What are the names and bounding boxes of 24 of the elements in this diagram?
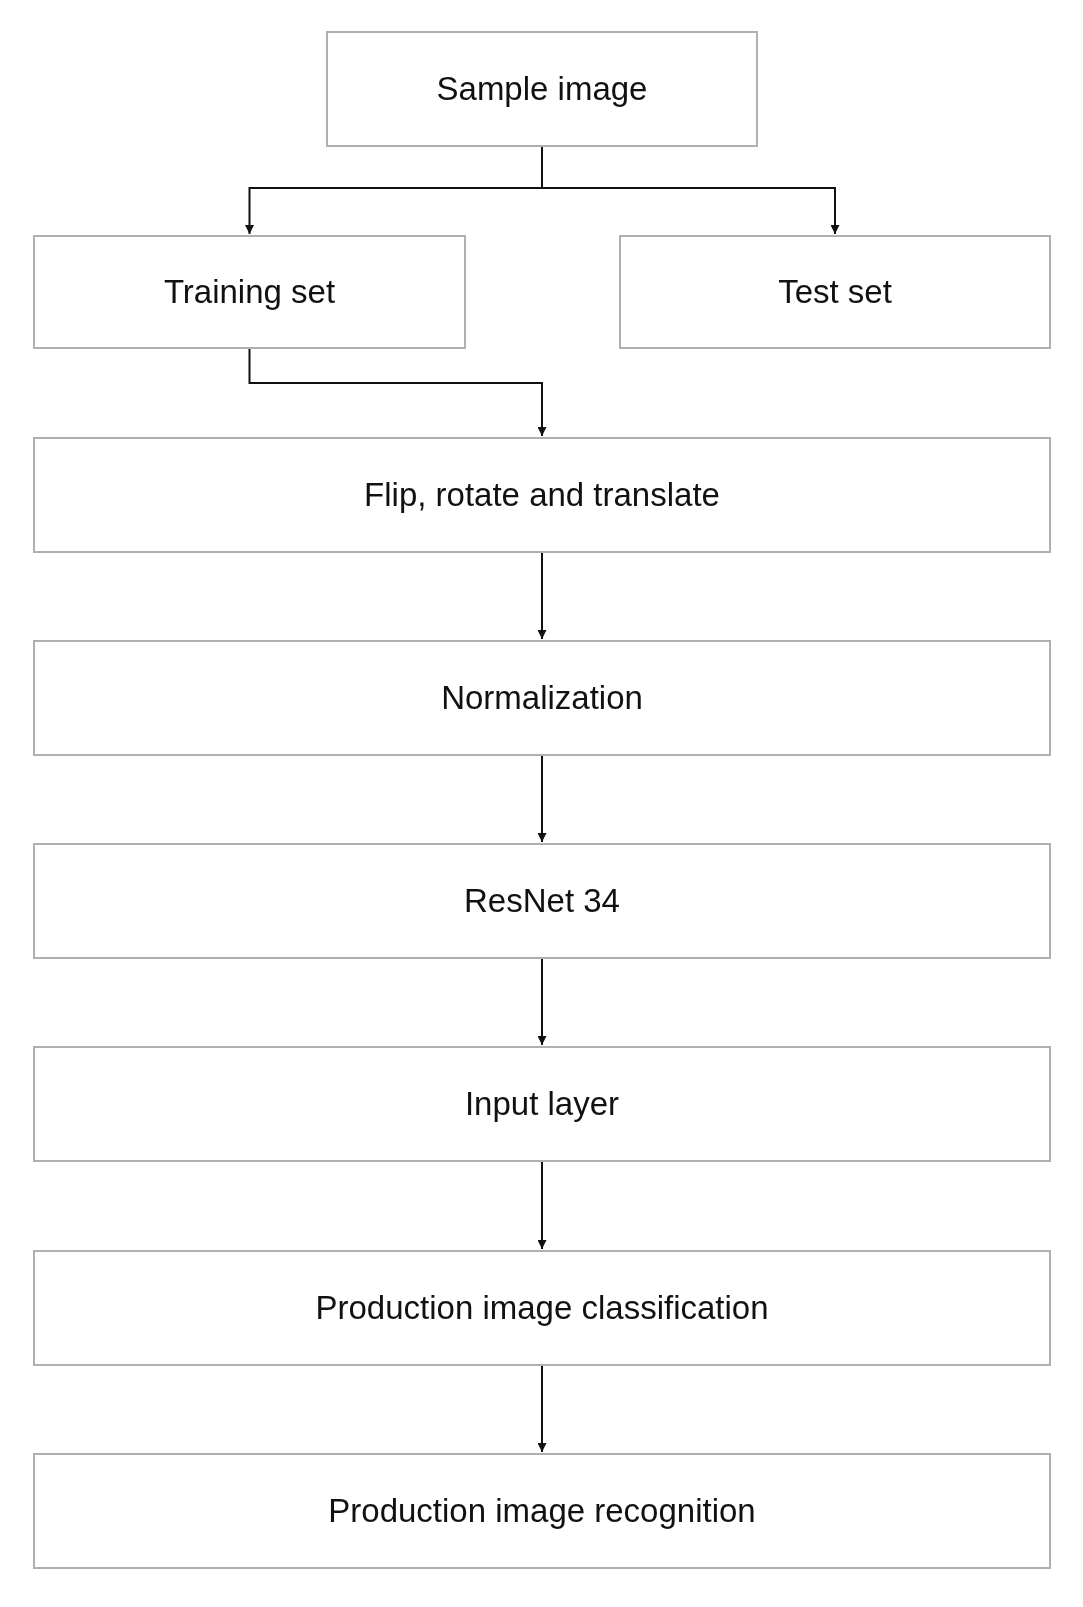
arrow — [537, 958, 547, 1046]
box-label: Training set — [163, 273, 336, 311]
process-box — [33, 843, 1051, 959]
arrow — [537, 755, 547, 843]
box-label: Input layer — [464, 1085, 620, 1123]
process-box — [33, 437, 1051, 553]
box-label: Sample image — [436, 70, 648, 108]
process-box — [326, 31, 758, 147]
process-box — [33, 235, 466, 349]
process-box — [33, 1453, 1051, 1569]
box-label: ResNet 34 — [464, 882, 620, 920]
box-label: Test set — [778, 273, 892, 311]
arrow — [537, 1161, 547, 1250]
process-box — [33, 1046, 1051, 1162]
arrow — [248, 348, 547, 437]
arrow — [537, 1365, 547, 1453]
box-label: Normalization — [441, 679, 643, 717]
box-label: Production image recognition — [328, 1492, 756, 1530]
box-label: Flip, rotate and translate — [364, 476, 720, 514]
box-label: Production image classification — [315, 1289, 769, 1327]
process-box — [33, 640, 1051, 756]
arrow — [537, 552, 547, 640]
process-box — [33, 1250, 1051, 1366]
process-box — [619, 235, 1051, 349]
